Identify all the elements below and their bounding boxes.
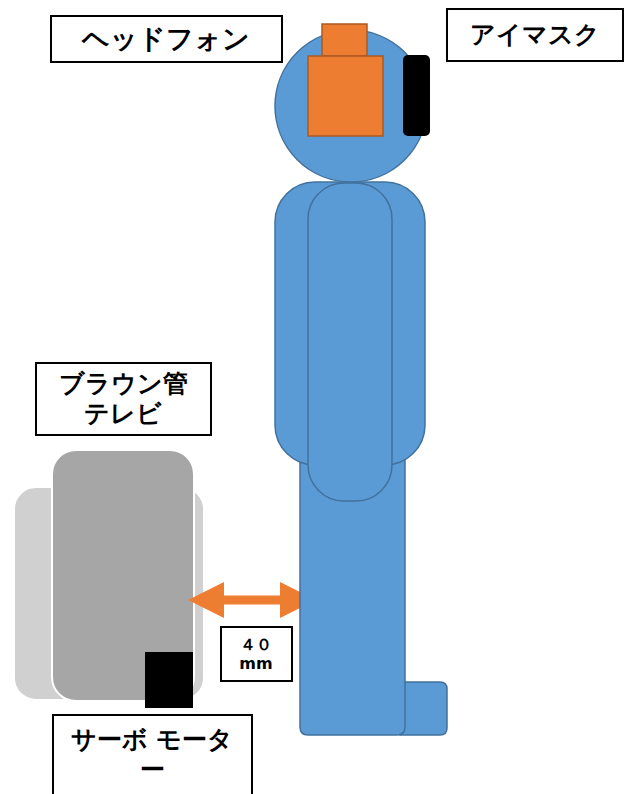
servo-motor bbox=[145, 652, 193, 708]
headphone bbox=[308, 56, 383, 136]
label-text: ブラウン管 テレビ bbox=[45, 369, 202, 429]
eye-mask bbox=[403, 55, 430, 136]
foot bbox=[400, 682, 447, 735]
label-box: サーボ モーター bbox=[52, 714, 253, 794]
label-text: ４０ mm bbox=[230, 635, 283, 673]
label-text: ヘッドフォン bbox=[82, 23, 250, 55]
label-box: アイマスク bbox=[446, 8, 624, 62]
label-text: アイマスク bbox=[470, 20, 600, 50]
dimension-box: ４０ mm bbox=[220, 626, 293, 682]
label-text: サーボ モーター bbox=[62, 725, 243, 785]
arm bbox=[308, 183, 392, 501]
label-box: ヘッドフォン bbox=[50, 15, 283, 63]
label-box: ブラウン管 テレビ bbox=[35, 362, 212, 436]
distance-arrow bbox=[206, 596, 298, 605]
headphone-band bbox=[322, 24, 367, 56]
